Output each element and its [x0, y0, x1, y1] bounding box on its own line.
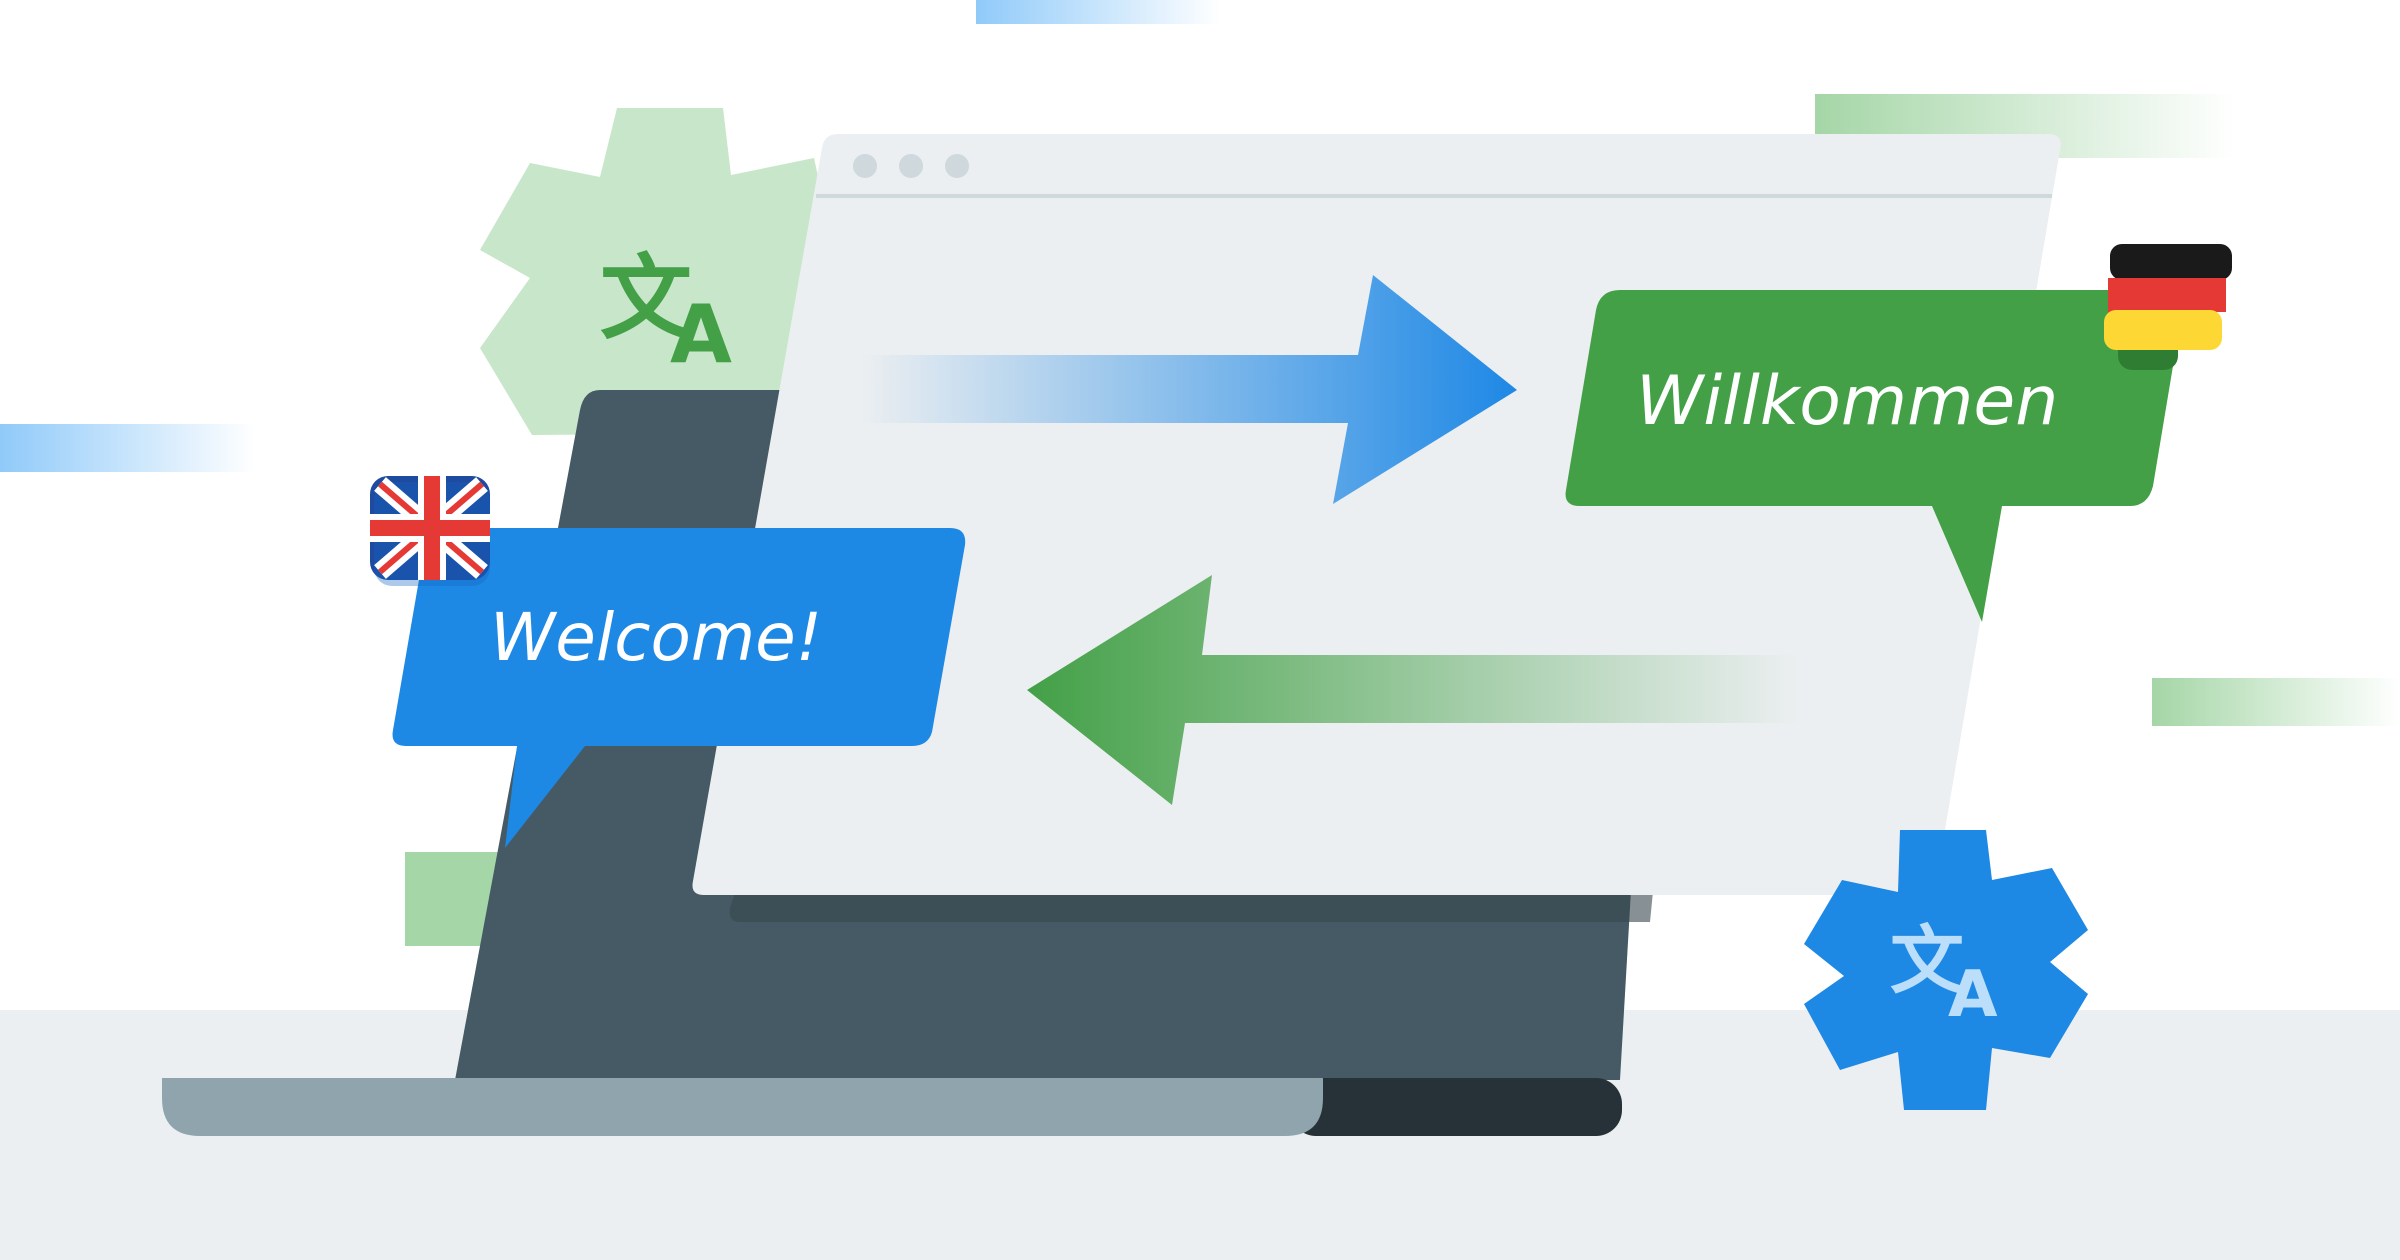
translate-icon-char-left: 文	[1890, 918, 1964, 1004]
browser-body	[692, 134, 2061, 895]
translated-text: Willkommen	[1636, 362, 2058, 441]
laptop-base-shadow	[1290, 1078, 1622, 1136]
source-text: Welcome!	[490, 599, 822, 676]
window-dot-3	[945, 154, 969, 178]
window-dot-2	[899, 154, 923, 178]
translate-icon-char-right: A	[670, 288, 732, 381]
window-dot-1	[853, 154, 877, 178]
laptop-base	[162, 1078, 1323, 1136]
translate-gear-icon-blue: 文 A	[1804, 830, 2088, 1110]
decor-stripe-right	[2152, 678, 2400, 726]
translated-text-bubble: Willkommen	[1565, 244, 2232, 622]
uk-flag-icon	[370, 476, 490, 586]
arrow-right-icon	[860, 275, 1517, 504]
decor-stripe-top	[976, 0, 1221, 24]
decor-stripe-left	[0, 424, 255, 472]
source-text-bubble: Welcome!	[370, 476, 966, 848]
translate-icon-char-left: 文	[600, 245, 692, 352]
translate-icon-char-right: A	[1948, 958, 1998, 1032]
germany-flag-icon	[2104, 244, 2232, 370]
arrow-left-icon	[1027, 575, 1800, 805]
translate-gear-icon-green: 文 A	[480, 108, 845, 447]
